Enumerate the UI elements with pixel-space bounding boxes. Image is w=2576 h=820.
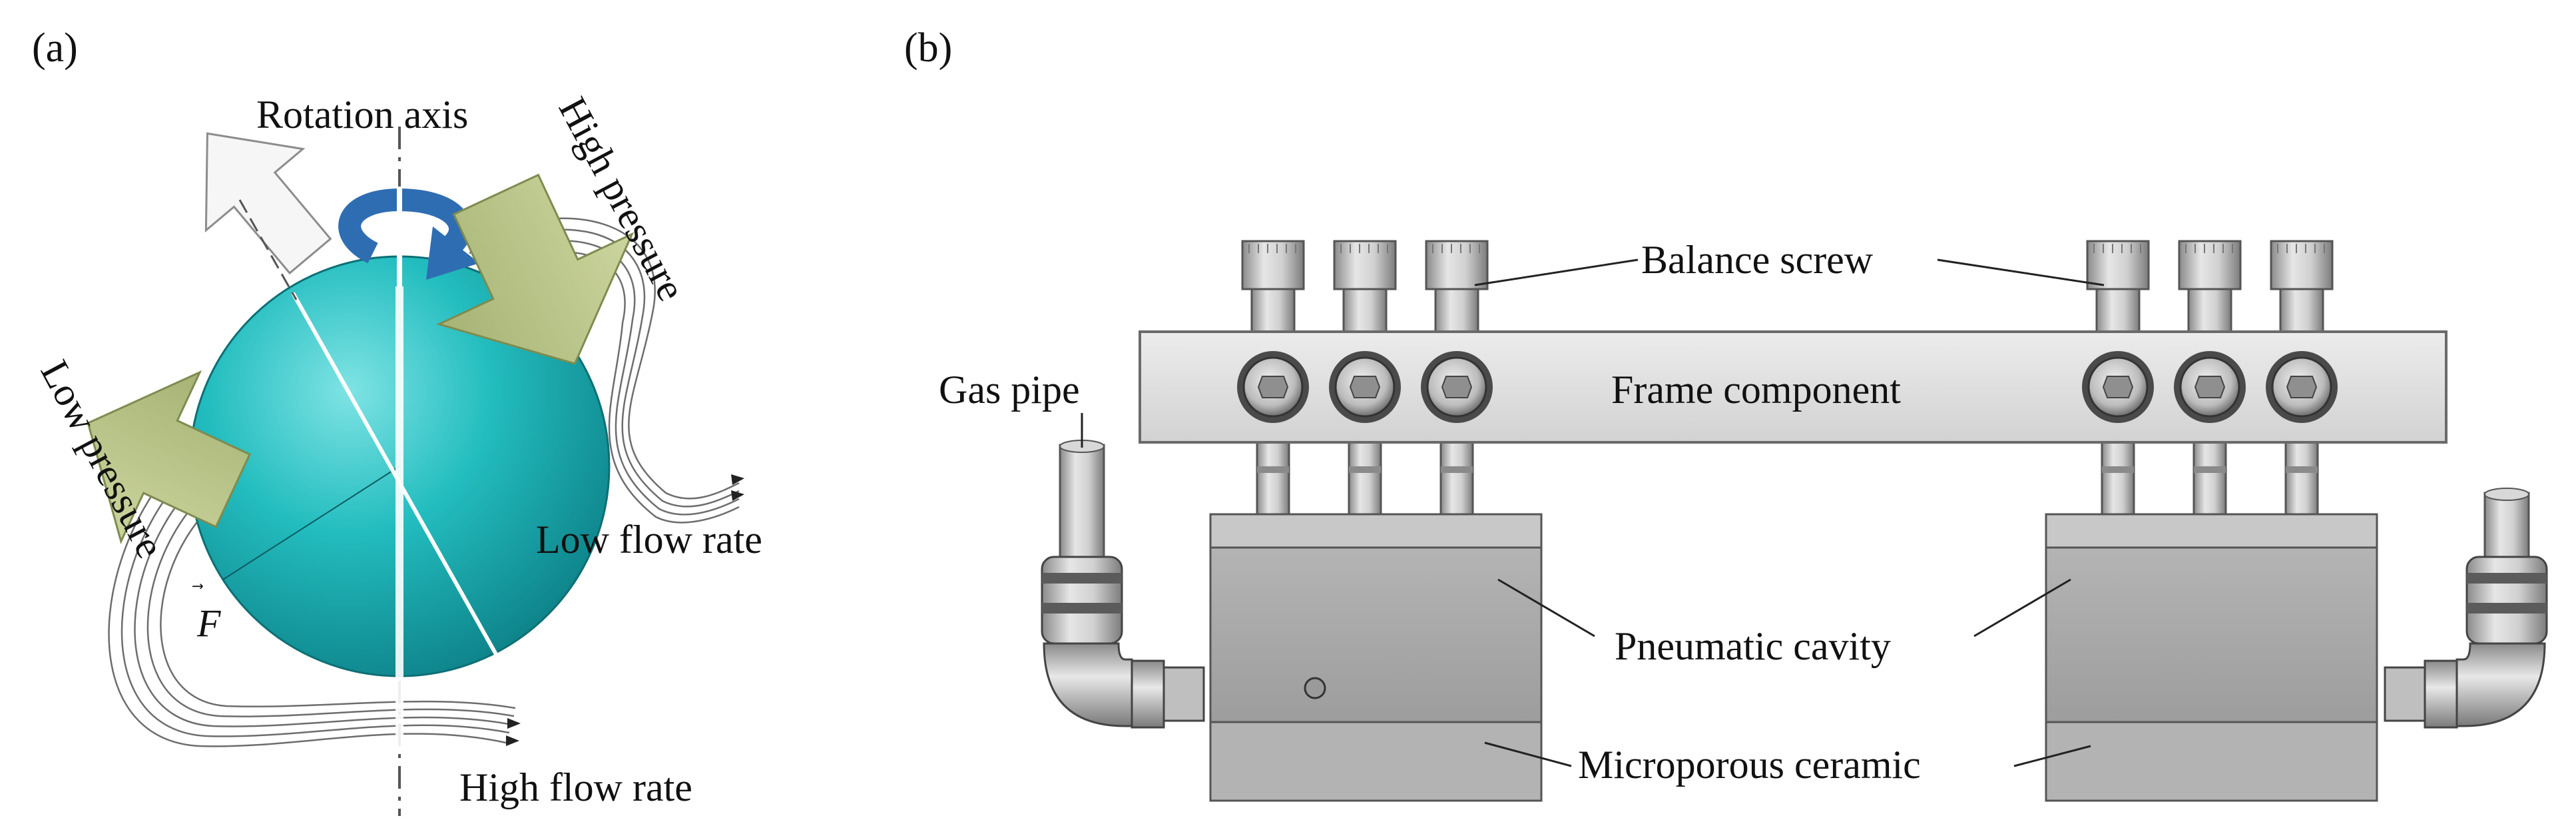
rotation-axis-label: Rotation axis	[256, 93, 468, 137]
pneumatic-cavity-left	[1209, 513, 1543, 802]
balance-screw	[1333, 240, 1397, 516]
panel-b-tag: (b)	[904, 25, 952, 71]
rotation-arrow-icon	[338, 187, 479, 286]
frame-bolt	[2174, 351, 2246, 423]
pneumatic-cavity-label: Pneumatic cavity	[1615, 624, 1891, 668]
gas-pipe-right	[2384, 488, 2548, 729]
leader-lines	[1081, 258, 2105, 767]
balance-screw-label: Balance screw	[1641, 238, 1874, 282]
sphere-axis-band	[395, 286, 403, 746]
microporous-ceramic-label: Microporous ceramic	[1578, 743, 1921, 787]
balance-screw	[1425, 240, 1489, 516]
panel-a-tag: (a)	[32, 25, 78, 71]
frame-bolt	[1421, 351, 1493, 423]
balance-screw	[2270, 240, 2334, 516]
tilted-axis-line	[291, 292, 535, 721]
high-pressure-arrow-icon	[435, 173, 635, 365]
force-label: F	[196, 602, 221, 645]
frame-bolt	[1237, 351, 1309, 423]
high-flow-rate-label: High flow rate	[459, 765, 692, 809]
low-flow-rate-label: Low flow rate	[536, 518, 762, 562]
microporous-ceramic-left	[1209, 721, 1543, 802]
balance-screw	[1241, 240, 1305, 516]
low-pressure-arrow-icon	[87, 370, 252, 544]
force-vector-mark: ⃗	[192, 584, 204, 589]
tilted-axis-line-dark	[238, 199, 298, 300]
frame-bolt	[2266, 351, 2338, 423]
sphere-meridian	[222, 466, 400, 580]
frame-component-label: Frame component	[1611, 368, 1901, 412]
balance-screws	[1241, 240, 2334, 516]
port-hole	[1304, 677, 1326, 699]
frame-bolts	[1237, 351, 2338, 423]
panel-b: (b)	[904, 25, 2548, 802]
tilted-axis-arrow-icon	[204, 132, 332, 275]
flow-arrowheads-icon	[506, 474, 744, 746]
microporous-ceramic-right	[2045, 721, 2378, 802]
frame-bolt	[2082, 351, 2154, 423]
pneumatic-cavity-right	[2045, 513, 2378, 802]
gas-pipe-label: Gas pipe	[939, 368, 1080, 412]
gas-pipe-left	[1041, 440, 1205, 729]
balance-screw	[2086, 240, 2150, 516]
frame-bolt	[1329, 351, 1401, 423]
balance-screw	[2178, 240, 2242, 516]
panel-a: (a)	[32, 25, 762, 816]
